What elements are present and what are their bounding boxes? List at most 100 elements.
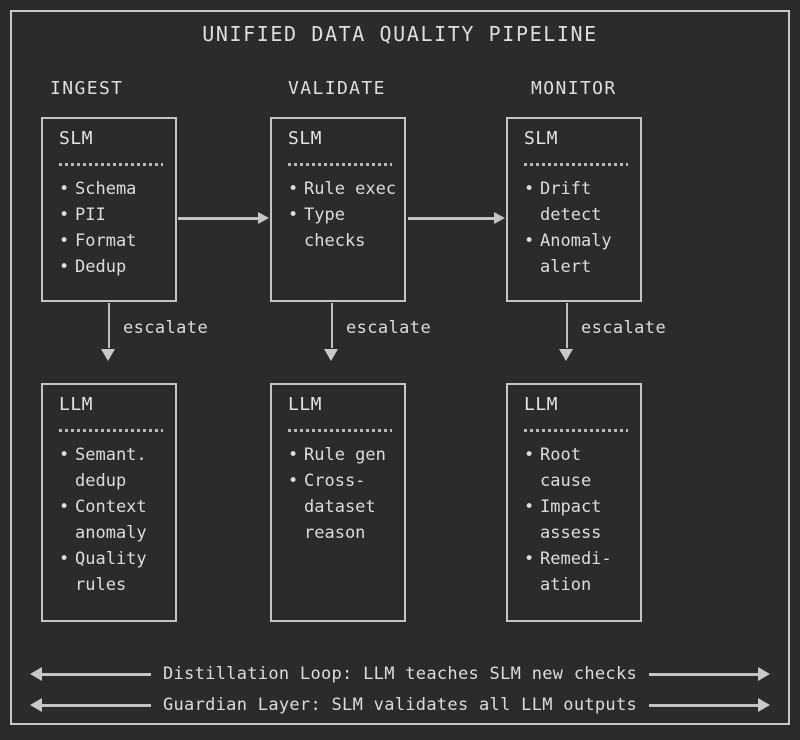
node-item-list: •Rule gen•Cross-dataset reason [284, 442, 404, 546]
node-divider [59, 163, 163, 166]
node-item: •Cross-dataset reason [284, 468, 404, 546]
arrow-shaft [408, 217, 495, 220]
node-item: •Anomaly alert [520, 228, 640, 280]
node-item: •Context anomaly [55, 494, 175, 546]
arrow-head-left-icon [30, 667, 42, 681]
node-item-label: Dedup [75, 257, 127, 277]
arrow-shaft [42, 703, 151, 707]
bullet-icon: • [288, 205, 299, 225]
node-item: •PII [55, 202, 175, 228]
arrow-shaft [42, 672, 151, 676]
bullet-icon: • [59, 179, 70, 199]
flow-arrow-ingest-to-validate [178, 212, 270, 224]
bullet-icon: • [524, 549, 535, 569]
column-header-ingest: INGEST [50, 78, 124, 99]
node-slm-monitor[interactable]: SLM •Drift detect•Anomaly alert [506, 117, 642, 302]
node-item-label: Schema [75, 179, 137, 199]
node-divider [524, 163, 628, 166]
node-divider [524, 429, 628, 432]
node-item-label: Remedi-ation [540, 549, 612, 595]
connector-line [331, 303, 333, 348]
node-item-label: Rule exec [304, 179, 397, 199]
node-item-label: Format [75, 231, 137, 251]
arrow-shaft [649, 672, 759, 676]
node-item-label: Impact assess [540, 497, 612, 543]
bullet-icon: • [59, 205, 70, 225]
node-item-label: Type checks [304, 205, 366, 251]
node-item: •Impact assess [520, 494, 640, 546]
diagram-title: UNIFIED DATA QUALITY PIPELINE [202, 22, 598, 46]
node-item-list: •Schema•PII•Format•Dedup [55, 176, 175, 280]
bullet-icon: • [524, 231, 535, 251]
node-item: •Semant. dedup [55, 442, 175, 494]
node-llm-ingest[interactable]: LLM •Semant. dedup•Context anomaly•Quali… [41, 383, 177, 622]
node-llm-validate[interactable]: LLM •Rule gen•Cross-dataset reason [270, 383, 406, 622]
bullet-icon: • [288, 471, 299, 491]
node-item-label: Quality rules [75, 549, 157, 595]
node-title: SLM [288, 128, 323, 149]
node-item: •Rule gen [284, 442, 404, 468]
arrow-shaft [649, 703, 759, 707]
node-item: •Root cause [520, 442, 640, 494]
escalate-label: escalate [123, 318, 209, 338]
node-divider [288, 429, 392, 432]
column-header-validate: VALIDATE [288, 78, 386, 99]
bullet-icon: • [288, 445, 299, 465]
node-item: •Rule exec [284, 176, 404, 202]
arrow-head-down-icon [101, 349, 115, 361]
node-item-label: Semant. dedup [75, 445, 157, 491]
node-item-list: •Semant. dedup•Context anomaly•Quality r… [55, 442, 175, 598]
arrow-head-down-icon [324, 349, 338, 361]
connector-line [108, 303, 110, 348]
node-item-list: •Drift detect•Anomaly alert [520, 176, 640, 280]
arrow-head-down-icon [559, 349, 573, 361]
node-item: •Remedi-ation [520, 546, 640, 598]
arrow-head-left-icon [30, 698, 42, 712]
bullet-icon: • [524, 445, 535, 465]
footer-label: Distillation Loop: LLM teaches SLM new c… [162, 664, 638, 684]
node-item: •Drift detect [520, 176, 640, 228]
node-title: SLM [524, 128, 559, 149]
node-item: •Format [55, 228, 175, 254]
node-item: •Type checks [284, 202, 404, 254]
node-slm-ingest[interactable]: SLM •Schema•PII•Format•Dedup [41, 117, 177, 302]
bullet-icon: • [59, 549, 70, 569]
bullet-icon: • [524, 497, 535, 517]
node-item-label: Rule gen [304, 445, 386, 465]
arrow-shaft [178, 217, 259, 220]
node-title: LLM [288, 394, 323, 415]
node-item-label: Context anomaly [75, 497, 157, 543]
node-slm-validate[interactable]: SLM •Rule exec•Type checks [270, 117, 406, 302]
node-item: •Schema [55, 176, 175, 202]
connector-line [566, 303, 568, 348]
node-divider [288, 163, 392, 166]
bullet-icon: • [59, 497, 70, 517]
node-item-label: PII [75, 205, 106, 225]
bullet-icon: • [59, 231, 70, 251]
node-llm-monitor[interactable]: LLM •Root cause•Impact assess•Remedi-ati… [506, 383, 642, 622]
arrow-head-right-icon [758, 698, 771, 712]
bullet-icon: • [59, 445, 70, 465]
node-title: LLM [524, 394, 559, 415]
node-title: SLM [59, 128, 94, 149]
node-item-label: Anomaly alert [540, 231, 622, 277]
node-item-list: •Rule exec•Type checks [284, 176, 404, 254]
footer-row-guardian-layer: Guardian Layer: SLM validates all LLM ou… [30, 692, 771, 718]
node-divider [59, 429, 163, 432]
node-item-label: Drift detect [540, 179, 602, 225]
column-header-monitor: MONITOR [531, 78, 617, 99]
bullet-icon: • [288, 179, 299, 199]
node-item: •Quality rules [55, 546, 175, 598]
arrow-head-right-icon [758, 667, 771, 681]
diagram-outer-frame [10, 10, 790, 725]
bullet-icon: • [59, 257, 70, 277]
arrow-head-right-icon [494, 212, 505, 224]
footer-label: Guardian Layer: SLM validates all LLM ou… [162, 695, 638, 715]
escalate-label: escalate [346, 318, 432, 338]
node-item-label: Cross-dataset reason [304, 471, 386, 543]
node-item-label: Root cause [540, 445, 592, 491]
footer-row-distillation-loop: Distillation Loop: LLM teaches SLM new c… [30, 661, 771, 687]
bullet-icon: • [524, 179, 535, 199]
arrow-head-right-icon [258, 212, 269, 224]
